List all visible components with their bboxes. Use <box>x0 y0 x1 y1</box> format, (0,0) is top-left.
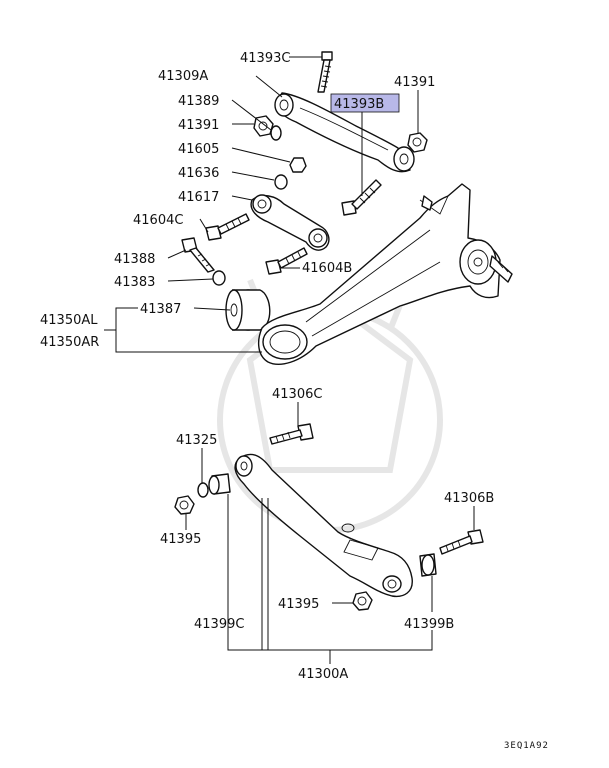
label-41383[interactable]: 41383 <box>114 275 155 290</box>
bushing-41325 <box>208 473 231 495</box>
label-41399B[interactable]: 41399B <box>404 617 454 632</box>
label-41350AR[interactable]: 41350AR <box>40 335 99 350</box>
label-41605[interactable]: 41605 <box>178 142 219 157</box>
label-41389[interactable]: 41389 <box>178 94 219 109</box>
label-41617[interactable]: 41617 <box>178 190 219 205</box>
washer-41636 <box>274 174 288 190</box>
link-41617 <box>250 194 330 251</box>
label-41306C[interactable]: 41306C <box>272 387 322 402</box>
bolt-41306C <box>269 423 314 445</box>
part-labels: 41393C 41309A 41391 41393B 41389 41391 4… <box>40 51 494 682</box>
bolt-41604B <box>265 247 308 275</box>
bolt-41388 <box>181 237 215 273</box>
label-41391-right[interactable]: 41391 <box>394 75 435 90</box>
washer-41605 <box>289 157 307 173</box>
bushing-41387 <box>225 289 271 331</box>
label-41399C[interactable]: 41399C <box>194 617 244 632</box>
label-41388[interactable]: 41388 <box>114 252 155 267</box>
bolt-41393C <box>317 51 333 93</box>
washer-41325 <box>197 482 209 498</box>
trailing-arm-41350A <box>257 183 513 365</box>
label-41395-right[interactable]: 41395 <box>278 597 319 612</box>
nut-41395-left <box>174 495 195 515</box>
label-41306B[interactable]: 41306B <box>444 491 494 506</box>
label-41350AL[interactable]: 41350AL <box>40 313 98 328</box>
label-41309A[interactable]: 41309A <box>158 69 208 84</box>
label-41387[interactable]: 41387 <box>140 302 181 317</box>
upper-arm-41309A <box>274 92 415 173</box>
nut-41395-right <box>352 591 373 611</box>
bolt-41604C <box>205 213 250 241</box>
label-41395-left[interactable]: 41395 <box>160 532 201 547</box>
label-41604C[interactable]: 41604C <box>133 213 183 228</box>
bolt-41393B <box>341 179 382 216</box>
label-41391-left[interactable]: 41391 <box>178 118 219 133</box>
nut-41391-right <box>407 132 428 153</box>
label-41393C[interactable]: 41393C <box>240 51 290 66</box>
bushing-41399B <box>419 553 437 577</box>
label-41636[interactable]: 41636 <box>178 166 219 181</box>
diagram-code: 3EQ1A92 <box>504 741 549 751</box>
bolt-41306B <box>439 529 484 555</box>
highlight-41393B <box>330 93 400 113</box>
label-41300A[interactable]: 41300A <box>298 667 348 682</box>
washer-41383 <box>212 270 226 286</box>
label-41393B[interactable]: 41393B <box>334 97 384 112</box>
label-41325[interactable]: 41325 <box>176 433 217 448</box>
lower-arm-41300A <box>234 453 413 598</box>
leader-lines <box>104 56 475 664</box>
label-41604B[interactable]: 41604B <box>302 261 352 276</box>
